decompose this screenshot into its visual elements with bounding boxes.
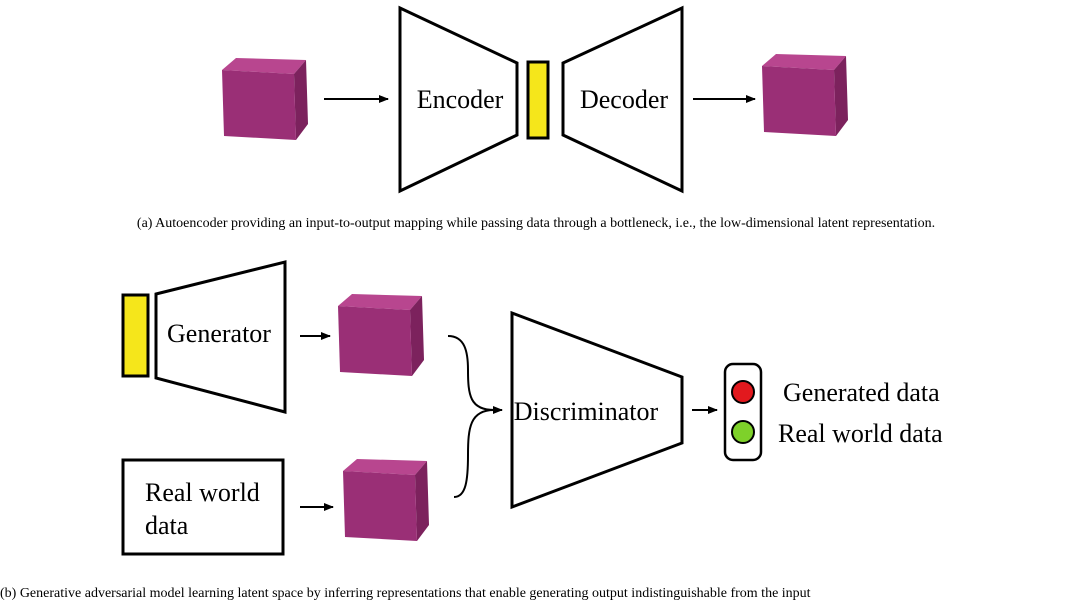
encoder-label: Encoder (417, 85, 504, 114)
caption-a: (a) Autoencoder providing an input-to-ou… (137, 216, 935, 231)
real-world-data-box (121, 458, 285, 556)
real-world-data-label: Real world data (145, 478, 266, 540)
decoder-trapezoid (561, 5, 684, 194)
merge-curve-top (447, 335, 495, 411)
generator-trapezoid (154, 260, 287, 414)
discriminator-trapezoid (510, 310, 684, 510)
latent-noise-vector (121, 293, 150, 378)
autoencoder-panel: Encoder Decoder (a) Autoencoder providin… (137, 5, 935, 231)
generated-data-label: Generated data (783, 378, 940, 407)
output-cube (762, 54, 848, 136)
real-world-data-legend-label: Real world data (778, 419, 943, 448)
latent-bottleneck (526, 60, 550, 140)
generated-light (731, 380, 755, 404)
discriminator-label: Discriminator (514, 397, 659, 426)
gan-panel: Generator Real world data Discriminator … (0, 260, 943, 601)
caption-b: (b) Generative adversarial model learnin… (0, 586, 811, 601)
real-light (731, 420, 755, 444)
encoder-trapezoid (398, 5, 519, 194)
real-cube (343, 459, 429, 541)
input-cube (222, 58, 308, 140)
traffic-light (723, 362, 763, 462)
generated-cube (338, 294, 424, 376)
generator-label: Generator (167, 319, 271, 348)
decoder-label: Decoder (580, 85, 668, 114)
merge-curve-bottom (453, 409, 495, 498)
